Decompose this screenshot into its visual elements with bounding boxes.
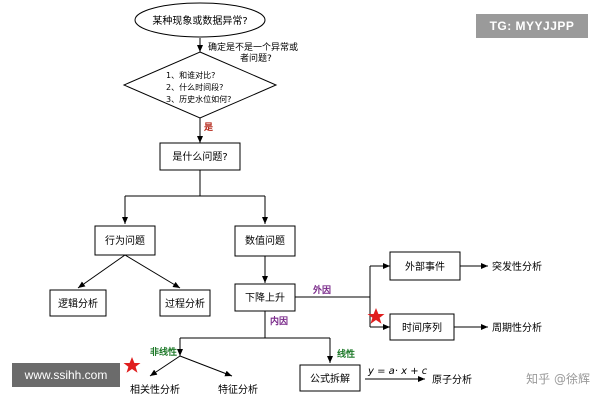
watermark-bottom-right: 知乎 @徐辉 [526,372,590,386]
what-problem-box [159,142,241,171]
decline-box [234,283,296,312]
formula-box [299,364,361,392]
process-box [159,289,211,317]
numeric-box [234,225,296,257]
correlation-label: 相关性分析 [130,383,180,396]
star-icon-correlation [123,357,141,373]
feature-label: 特征分析 [218,383,258,396]
side-question-line2: 者问题? [240,52,272,64]
check-1: 1、和谁对比? [166,70,215,80]
process-label: 过程分析 [165,297,205,310]
time-series-label: 时间序列 [402,321,442,334]
time-series-box [389,313,455,341]
decline-label: 下降上升 [245,291,285,304]
watermark-bottom-left: www.ssihh.com [12,363,120,387]
check-3: 3、历史水位如何? [166,94,231,104]
external-event-label: 外部事件 [405,260,445,273]
external-event-box [389,251,461,281]
what-problem-label: 是什么问题? [172,150,227,163]
behavior-label: 行为问题 [105,234,145,247]
watermark-top-right: TG: MYYJJPP [476,14,588,38]
atomic-label: 原子分析 [432,373,472,386]
side-question-line1: 确定是不是一个异常或 [208,41,298,53]
start-label: 某种现象或数据异常? [152,14,247,27]
nonlinear-label: 非线性 [150,346,177,358]
periodic-label: 周期性分析 [492,321,542,334]
internal-label: 内因 [270,315,288,327]
check-2: 2、什么时间段? [166,82,223,92]
logic-label: 逻辑分析 [58,297,98,310]
equation-label: y = a· x + c [367,366,428,377]
formula-label: 公式拆解 [310,372,350,385]
yes-label: 是 [203,122,214,133]
external-label: 外因 [312,284,331,296]
star-icon [367,308,385,324]
behavior-box [94,225,156,256]
logic-box [49,289,107,317]
burst-label: 突发性分析 [492,260,542,273]
connector-lines [77,38,488,382]
numeric-label: 数值问题 [245,234,285,247]
decision-diamond [122,51,278,119]
linear-label: 线性 [337,348,355,360]
start-node [134,2,266,38]
